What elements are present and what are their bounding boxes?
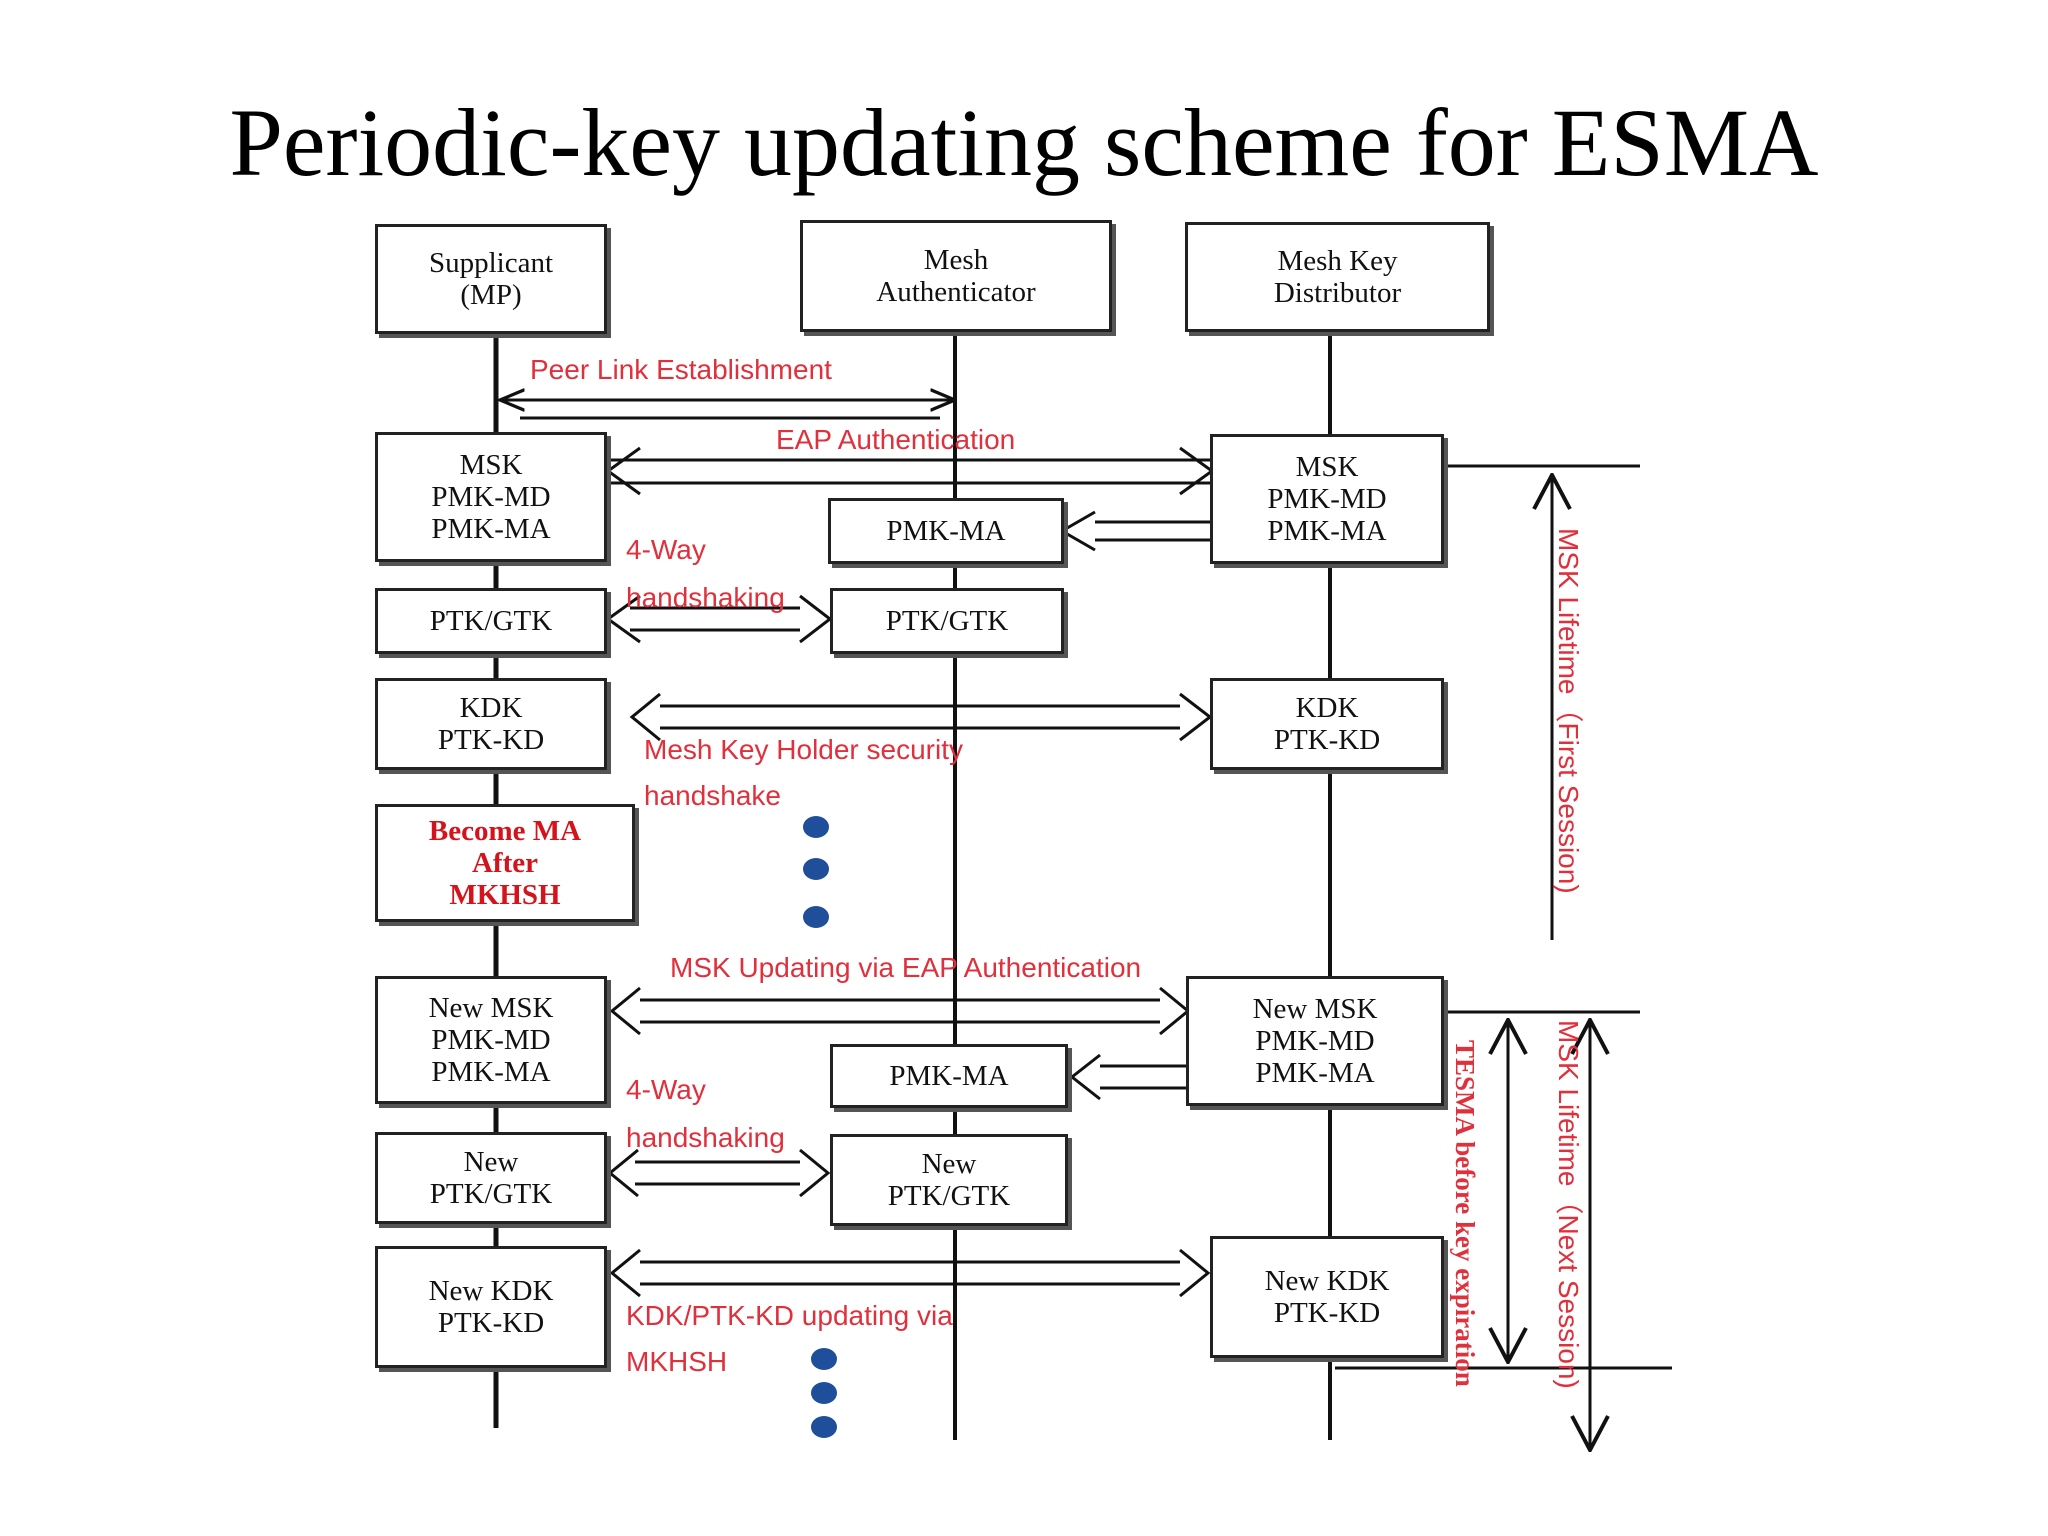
supplicant-ptk-box-1: PTK/GTK — [375, 588, 607, 654]
continuation-dot — [803, 858, 829, 880]
four-way-arrow-2 — [607, 1148, 831, 1198]
msk-updating-arrow — [609, 986, 1191, 1036]
continuation-dot — [803, 816, 829, 838]
mkh-security-arrow — [629, 692, 1213, 742]
eap-auth-arrow — [605, 446, 1215, 496]
handshaking-label-2: handshaking — [626, 1122, 785, 1153]
kdk-updating-label: KDK/PTK-KD updating via — [626, 1300, 953, 1331]
four-way-label-1: 4-Way — [626, 534, 706, 565]
handshake-label: handshake — [644, 780, 782, 811]
four-way-label-2: 4-Way — [626, 1074, 706, 1105]
kdk-updating-arrow — [609, 1248, 1211, 1298]
eap-auth-label: EAP Authentication — [776, 424, 1016, 455]
tesma-label: TESMA before key expiration — [1450, 1040, 1480, 1387]
authenticator-pmk-box-1: PMK-MA — [828, 498, 1064, 564]
pmk-ma-arrow-2 — [1069, 1053, 1188, 1101]
pmk-ma-arrow-1 — [1058, 510, 1212, 552]
peer-link-arrow — [500, 400, 955, 420]
continuation-dot — [811, 1382, 837, 1404]
slide-title: Periodic-key updating scheme for ESMA — [229, 89, 1819, 196]
authenticator-pmk-box-2: PMK-MA — [830, 1044, 1068, 1108]
msk-updating-label: MSK Updating via EAP Authentication — [670, 952, 1142, 983]
msk-lifetime-first-label: MSK Lifetime（First Session) — [1553, 528, 1584, 894]
peer-link-label: Peer Link Establishment — [530, 354, 832, 385]
supplicant-box: Supplicant(MP) — [375, 224, 607, 334]
continuation-dot — [803, 906, 829, 928]
continuation-dot — [811, 1416, 837, 1438]
mkh-security-label: Mesh Key Holder security — [644, 734, 964, 765]
authenticator-ptk-box-1: PTK/GTK — [830, 588, 1064, 654]
msk-lifetime-next-label: MSK Lifetime（Next Session) — [1553, 1020, 1584, 1389]
continuation-dot — [811, 1348, 837, 1370]
handshaking-label-1: handshaking — [626, 582, 785, 613]
mkhsh-label: MKHSH — [626, 1346, 728, 1377]
four-way-arrow-1 — [605, 594, 833, 644]
